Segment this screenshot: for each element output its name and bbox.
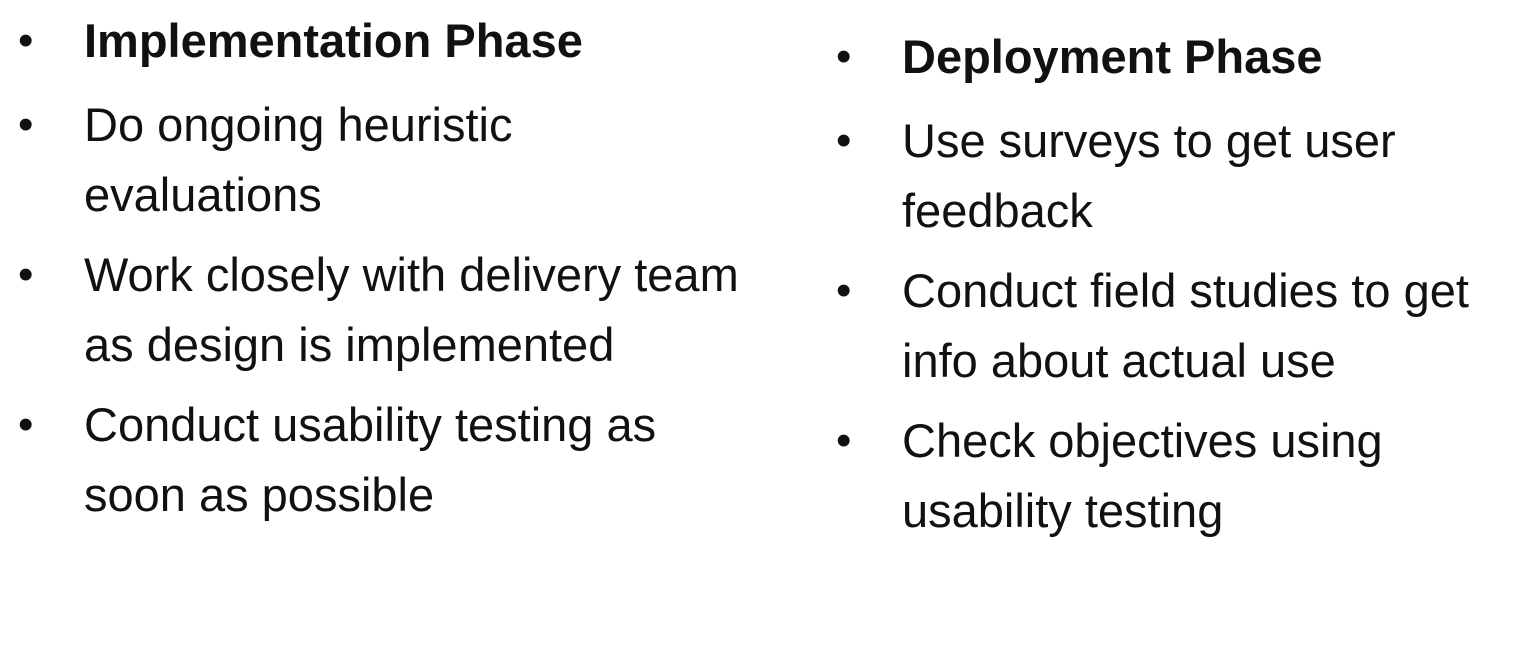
list-item: • Do ongoing heuristic evaluations <box>18 90 808 230</box>
list-item-text: Check objectives using usability testing <box>902 414 1383 537</box>
bullet-icon: • <box>18 250 34 299</box>
list-item: • Check objectives using usability testi… <box>836 406 1526 546</box>
bullet-icon: • <box>18 16 34 65</box>
bullet-icon: • <box>836 116 852 165</box>
list-item: • Use surveys to get user feedback <box>836 106 1526 246</box>
list-item-text: Use surveys to get user feedback <box>902 114 1396 237</box>
deployment-heading: Deployment Phase <box>902 30 1323 83</box>
list-item: • Work closely with delivery team as des… <box>18 240 808 380</box>
implementation-phase-column: • Implementation Phase • Do ongoing heur… <box>18 6 808 540</box>
list-item-text: Work closely with delivery team as desig… <box>84 248 739 371</box>
list-item: • Conduct field studies to get info abou… <box>836 256 1526 396</box>
bullet-icon: • <box>18 100 34 149</box>
list-item-text: Conduct field studies to get info about … <box>902 264 1469 387</box>
implementation-heading-item: • Implementation Phase <box>18 6 808 76</box>
list-item-text: Do ongoing heuristic evaluations <box>84 98 513 221</box>
deployment-heading-item: • Deployment Phase <box>836 22 1526 92</box>
bullet-icon: • <box>18 400 34 449</box>
bullet-icon: • <box>836 266 852 315</box>
list-item-text: Conduct usability testing as soon as pos… <box>84 398 657 521</box>
deployment-phase-column: • Deployment Phase • Use surveys to get … <box>836 22 1526 556</box>
implementation-heading: Implementation Phase <box>84 14 583 67</box>
bullet-icon: • <box>836 32 852 81</box>
bullet-icon: • <box>836 416 852 465</box>
list-item: • Conduct usability testing as soon as p… <box>18 390 808 530</box>
